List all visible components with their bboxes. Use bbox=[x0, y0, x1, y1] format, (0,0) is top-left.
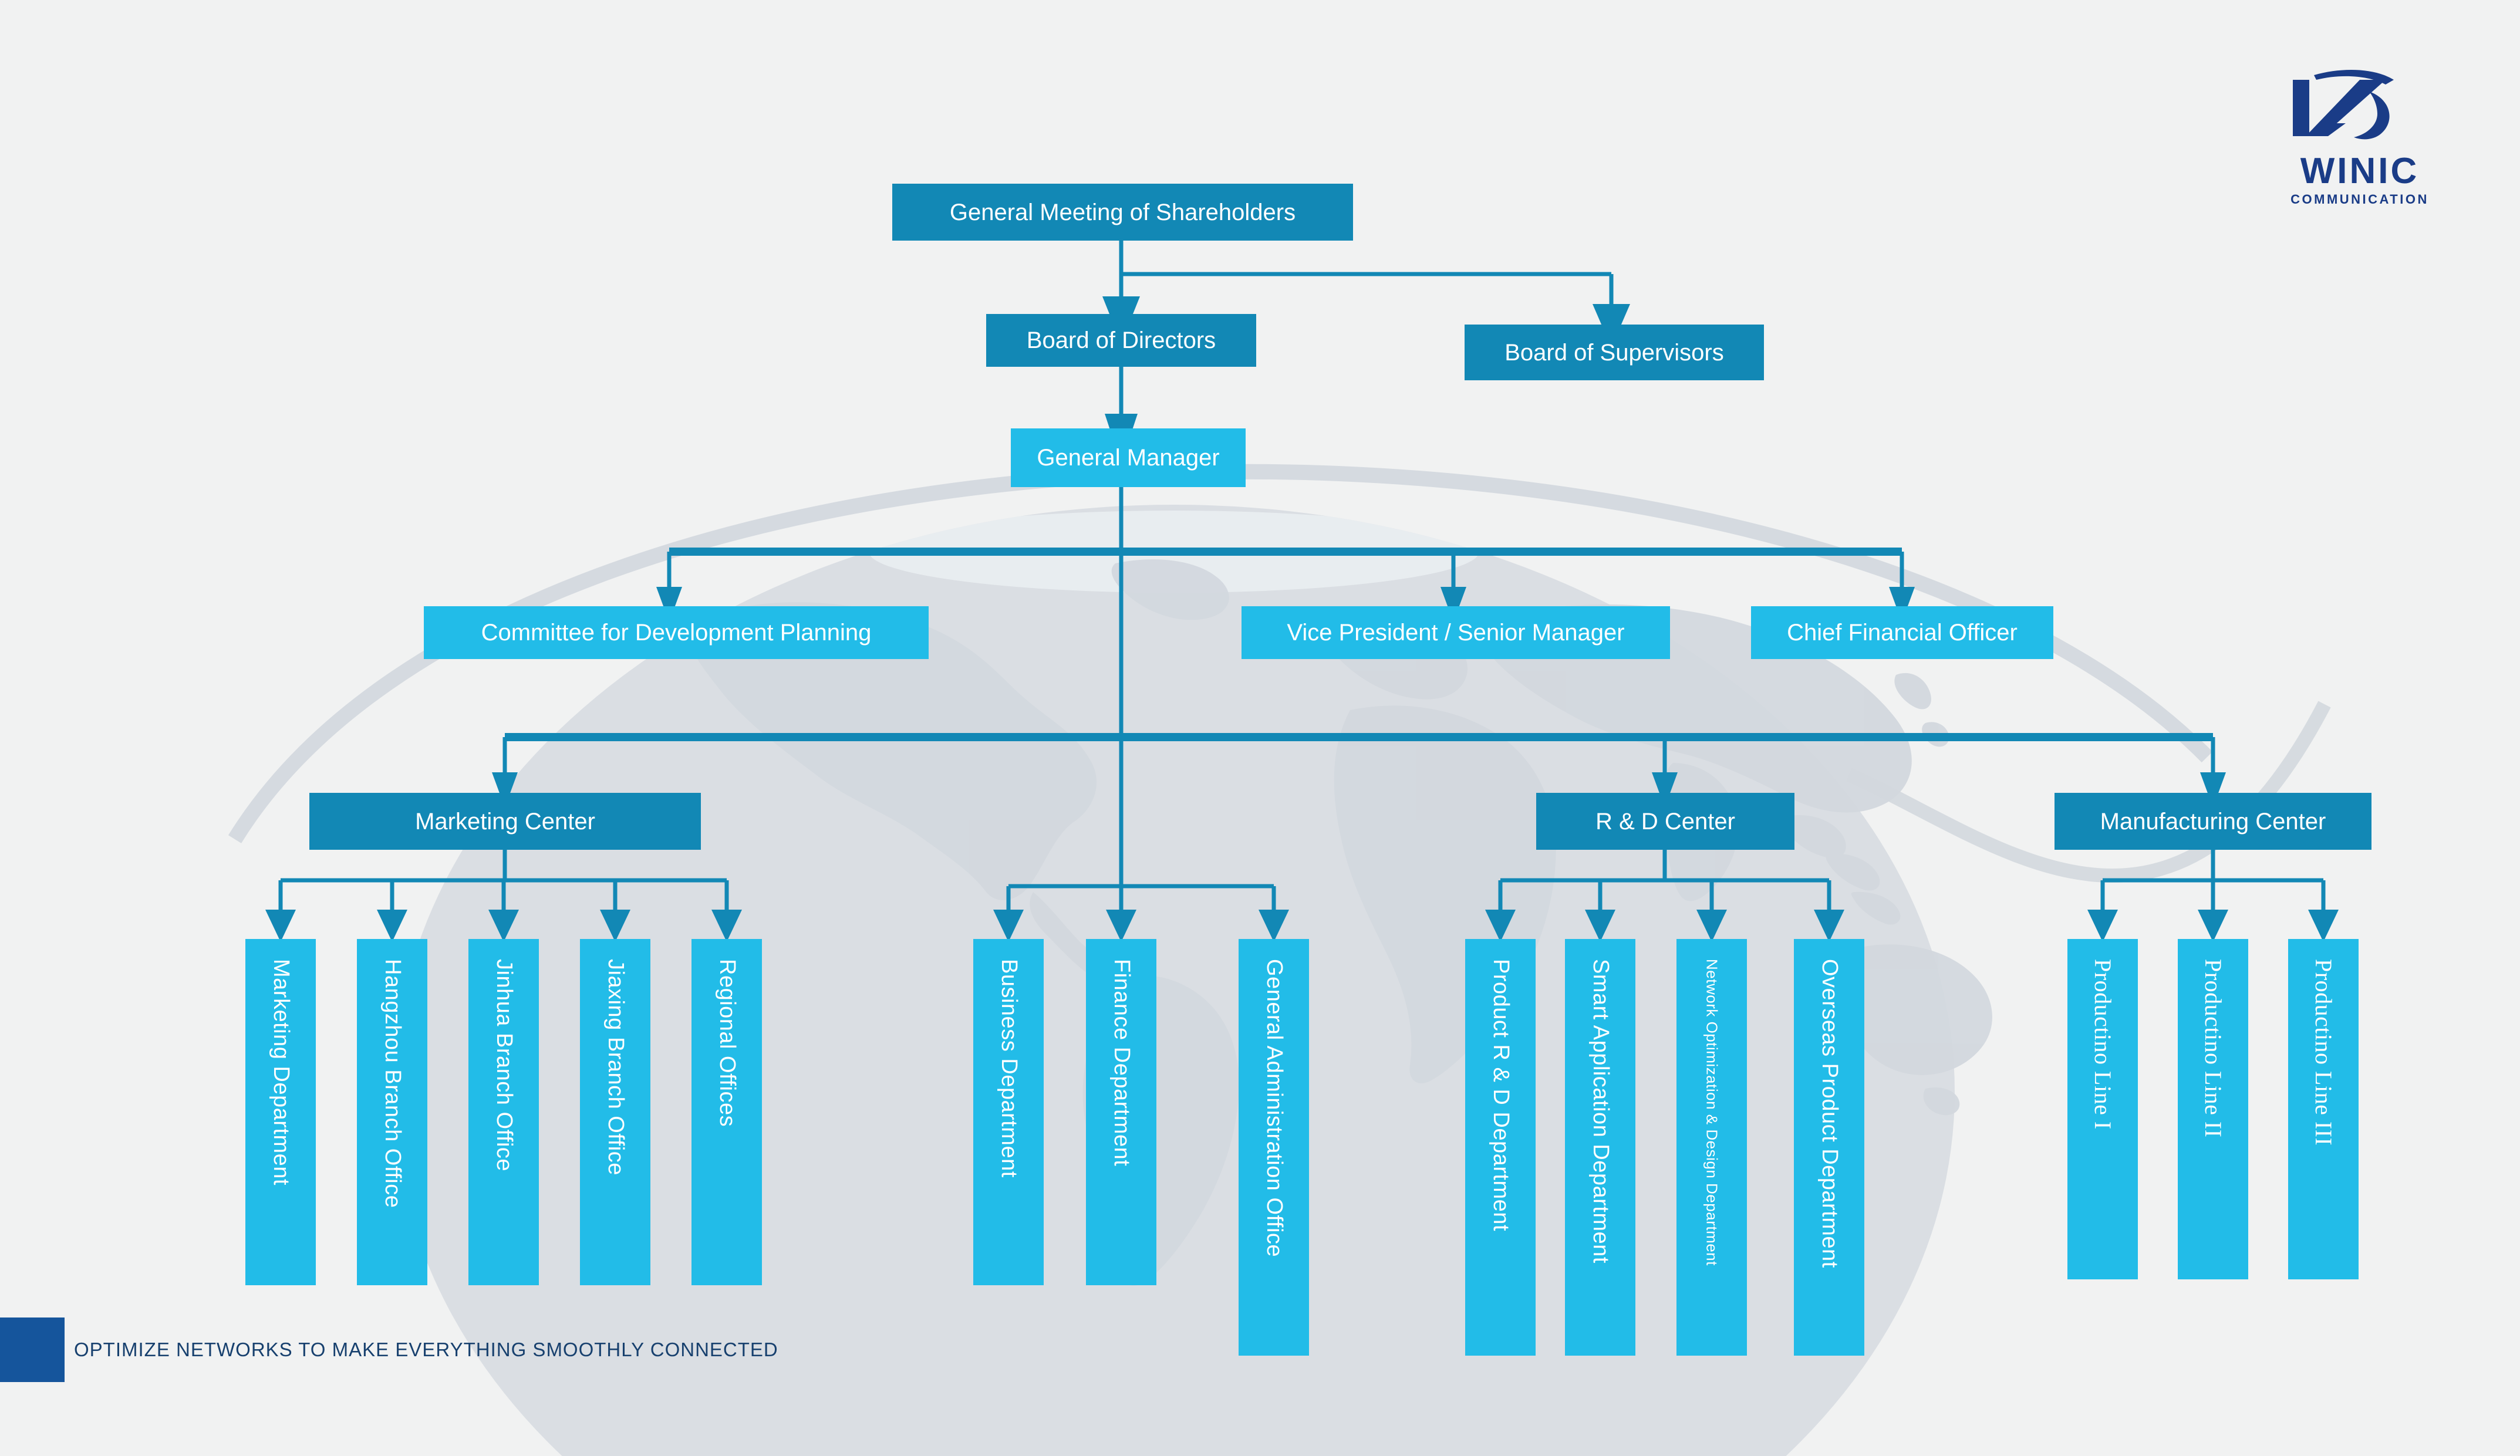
node-label: Regional Offices bbox=[714, 959, 740, 1127]
node-jinhua-branch-office[interactable]: Jinhua Branch Office bbox=[468, 939, 539, 1285]
node-label: Product R & D Department bbox=[1488, 959, 1513, 1231]
node-general-manager[interactable]: General Manager bbox=[1011, 428, 1246, 487]
node-label: Committee for Development Planning bbox=[481, 620, 872, 646]
node-label: Hangzhou Branch Office bbox=[380, 959, 405, 1208]
node-general-meeting-of-shareholders[interactable]: General Meeting of Shareholders bbox=[892, 184, 1353, 241]
node-label: Manufacturing Center bbox=[2100, 808, 2326, 835]
node-marketing-department[interactable]: Marketing Department bbox=[245, 939, 316, 1285]
node-board-of-supervisors[interactable]: Board of Supervisors bbox=[1465, 325, 1764, 380]
node-label: Board of Supervisors bbox=[1504, 339, 1724, 366]
node-label: Board of Directors bbox=[1026, 327, 1216, 353]
node-label: Jiaxing Branch Office bbox=[603, 959, 628, 1175]
node-committee-for-development-planning[interactable]: Committee for Development Planning bbox=[424, 606, 929, 659]
node-hangzhou-branch-office[interactable]: Hangzhou Branch Office bbox=[357, 939, 427, 1285]
node-label: Marketing Center bbox=[415, 808, 595, 835]
node-general-administration-office[interactable]: General Administration Office bbox=[1239, 939, 1309, 1356]
node-manufacturing-center[interactable]: Manufacturing Center bbox=[2055, 793, 2371, 850]
node-label: Chief Financial Officer bbox=[1787, 620, 2018, 646]
node-productino-line-i[interactable]: Productino Line I bbox=[2067, 939, 2138, 1279]
node-label: General Administration Office bbox=[1261, 959, 1287, 1258]
node-overseas-product-department[interactable]: Overseas Product Department bbox=[1794, 939, 1864, 1356]
footer-accent-swatch bbox=[0, 1318, 65, 1382]
node-label: Jinhua Branch Office bbox=[491, 959, 517, 1172]
node-business-department[interactable]: Business Department bbox=[973, 939, 1044, 1285]
logo-wordmark: WINIC bbox=[2300, 151, 2420, 191]
node-jiaxing-branch-office[interactable]: Jiaxing Branch Office bbox=[580, 939, 650, 1285]
logo-subword: COMMUNICATION bbox=[2290, 192, 2429, 207]
node-label: Marketing Department bbox=[268, 959, 294, 1185]
winic-mark-icon bbox=[2293, 69, 2394, 140]
node-vice-president-senior-manager[interactable]: Vice President / Senior Manager bbox=[1242, 606, 1670, 659]
node-smart-application-department[interactable]: Smart Application Department bbox=[1565, 939, 1635, 1356]
node-label: Vice President / Senior Manager bbox=[1287, 620, 1625, 646]
node-productino-line-ii[interactable]: Productino Line II bbox=[2178, 939, 2248, 1279]
node-network-optimization-design-department[interactable]: Network Optimization & Design Department bbox=[1676, 939, 1747, 1356]
node-label: R & D Center bbox=[1595, 808, 1735, 835]
node-label: Productino Line II bbox=[2200, 959, 2226, 1138]
node-label: Overseas Product Department bbox=[1817, 959, 1842, 1268]
node-label: Productino Line III bbox=[2310, 959, 2337, 1146]
node-label: Productino Line I bbox=[2090, 959, 2116, 1130]
node-label: Smart Application Department bbox=[1588, 959, 1613, 1264]
node-regional-offices[interactable]: Regional Offices bbox=[691, 939, 762, 1285]
node-label: Finance Department bbox=[1109, 959, 1134, 1167]
node-label: General Manager bbox=[1037, 445, 1220, 471]
brand-logo: WINIC COMMUNICATION bbox=[2257, 65, 2462, 206]
footer: OPTIMIZE NETWORKS TO MAKE EVERYTHING SMO… bbox=[0, 1318, 778, 1382]
node-product-rd-department[interactable]: Product R & D Department bbox=[1465, 939, 1536, 1356]
node-label: Network Optimization & Design Department bbox=[1703, 959, 1721, 1266]
node-chief-financial-officer[interactable]: Chief Financial Officer bbox=[1751, 606, 2053, 659]
node-marketing-center[interactable]: Marketing Center bbox=[309, 793, 701, 850]
node-productino-line-iii[interactable]: Productino Line III bbox=[2288, 939, 2359, 1279]
node-label: Business Department bbox=[996, 959, 1021, 1178]
node-board-of-directors[interactable]: Board of Directors bbox=[986, 314, 1256, 367]
node-label: General Meeting of Shareholders bbox=[949, 199, 1296, 225]
node-rd-center[interactable]: R & D Center bbox=[1536, 793, 1794, 850]
footer-tagline: OPTIMIZE NETWORKS TO MAKE EVERYTHING SMO… bbox=[74, 1339, 778, 1360]
node-finance-department[interactable]: Finance Department bbox=[1086, 939, 1156, 1285]
